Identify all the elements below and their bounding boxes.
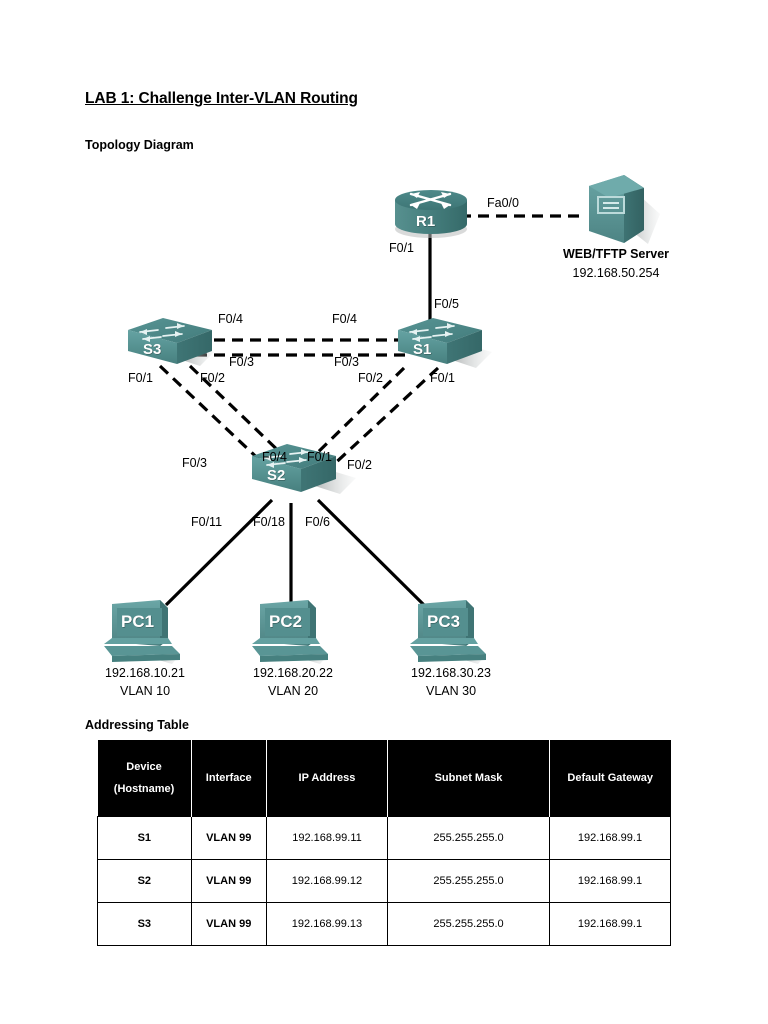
switch-s3-icon: [128, 318, 214, 366]
switch-s2-icon: [252, 444, 356, 494]
link-s3-s2-b: [188, 364, 290, 462]
link-s1-s2-b: [328, 366, 440, 470]
addressing-table-body: S1 VLAN 99 192.168.99.11 255.255.255.0 1…: [97, 816, 672, 946]
link-s2-pc1: [164, 498, 274, 607]
port-label-s1-f02: F0/2: [358, 371, 384, 385]
cell-gateway: 192.168.99.1: [548, 859, 672, 903]
pc2-vlan-caption: VLAN 20: [267, 684, 319, 698]
link-s3-s2-a: [158, 364, 270, 470]
header-subnet-mask: Subnet Mask: [387, 740, 550, 817]
cell-interface: VLAN 99: [190, 816, 267, 860]
pc3-ip-caption: 192.168.30.23: [411, 666, 491, 680]
port-label-s1-f05: F0/5: [434, 297, 460, 311]
cell-device: S2: [97, 859, 192, 903]
header-device-line2: (Hostname): [113, 783, 175, 795]
cell-device: S3: [97, 902, 192, 946]
port-label-s1-f04-trunk: F0/4: [332, 312, 358, 326]
header-interface: Interface: [190, 740, 267, 817]
cell-device: S1: [97, 816, 192, 860]
port-label-r1-f01: F0/1: [389, 241, 415, 255]
cell-interface: VLAN 99: [190, 902, 267, 946]
addressing-table-header: Device (Hostname) Interface IP Address S…: [97, 740, 671, 817]
page-title: LAB 1: Challenge Inter-VLAN Routing: [85, 90, 358, 107]
port-label-s2-f01: F0/1: [307, 450, 333, 464]
server-ip-caption: 192.168.50.254: [572, 266, 660, 280]
header-device: Device (Hostname): [97, 740, 192, 817]
table-row: S2 VLAN 99 192.168.99.12 255.255.255.0 1…: [97, 859, 672, 903]
port-label-s1-f03-trunk: F0/3: [334, 355, 360, 369]
pc2-icon: [252, 600, 328, 664]
port-label-s3-f04-trunk: F0/4: [218, 312, 244, 326]
pc1-icon: [104, 600, 180, 664]
port-label-s2-f06: F0/6: [305, 515, 331, 529]
port-label-s3-f03-trunk: F0/3: [229, 355, 255, 369]
port-label-s3-f02: F0/2: [200, 371, 226, 385]
cell-interface: VLAN 99: [190, 859, 267, 903]
cell-ip: 192.168.99.11: [265, 816, 389, 860]
port-label-s3-f01: F0/1: [128, 371, 154, 385]
cell-mask: 255.255.255.0: [387, 816, 550, 860]
pc3-icon: [410, 600, 486, 664]
topology-diagram-heading: Topology Diagram: [85, 138, 194, 152]
addressing-table-heading: Addressing Table: [85, 718, 189, 732]
header-device-line1: Device: [126, 761, 162, 773]
pc3-vlan-caption: VLAN 30: [425, 684, 477, 698]
link-s2-pc3: [316, 498, 426, 607]
port-label-s2-f011: F0/11: [191, 515, 223, 529]
table-row: S1 VLAN 99 192.168.99.11 255.255.255.0 1…: [97, 816, 672, 860]
table-row: S3 VLAN 99 192.168.99.13 255.255.255.0 1…: [97, 902, 672, 946]
port-label-s2-f04: F0/4: [262, 450, 288, 464]
switch-s1-icon: [398, 318, 492, 368]
port-label-s1-f01: F0/1: [430, 371, 456, 385]
table-header-row: Device (Hostname) Interface IP Address S…: [97, 740, 671, 817]
cell-ip: 192.168.99.12: [265, 859, 389, 903]
port-label-s2-f03: F0/3: [182, 456, 208, 470]
cell-ip: 192.168.99.13: [265, 902, 389, 946]
addressing-table: Device (Hostname) Interface IP Address S…: [97, 740, 672, 946]
port-label-s2-f018: F0/18: [253, 515, 285, 529]
cell-mask: 255.255.255.0: [387, 902, 550, 946]
pc1-vlan-caption: VLAN 10: [119, 684, 171, 698]
cell-gateway: 192.168.99.1: [548, 902, 672, 946]
header-default-gateway: Default Gateway: [548, 740, 671, 817]
port-label-s2-f02: F0/2: [347, 458, 373, 472]
cell-gateway: 192.168.99.1: [548, 816, 672, 860]
header-ip-address: IP Address: [265, 740, 389, 817]
cell-mask: 255.255.255.0: [387, 859, 550, 903]
topology-diagram: R1 S3 S1 S2 PC1 PC2 PC3 Fa0/0 F0/1 F0/5 …: [104, 175, 670, 698]
link-s1-s2-a: [308, 366, 406, 462]
pc2-ip-caption: 192.168.20.22: [253, 666, 333, 680]
pc1-ip-caption: 192.168.10.21: [105, 666, 185, 680]
port-label-r1-fa00: Fa0/0: [487, 196, 519, 210]
router-r1-icon: [395, 190, 467, 238]
topology-links-layer: [104, 175, 660, 664]
server-name-caption: WEB/TFTP Server: [562, 247, 670, 261]
server-icon: [589, 175, 660, 244]
